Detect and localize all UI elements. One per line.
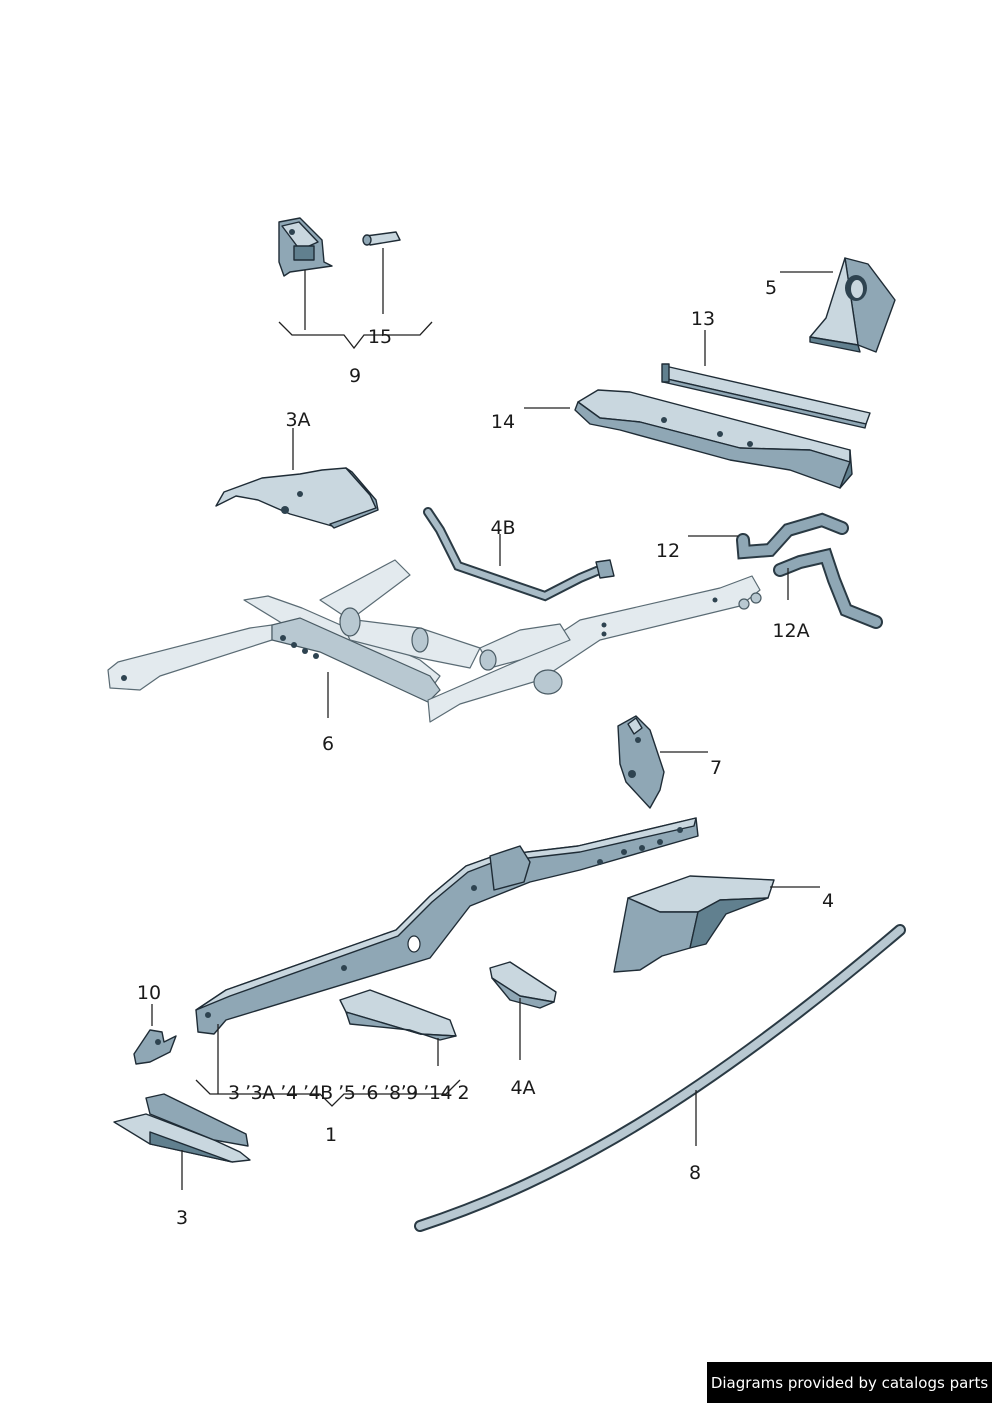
callout-4a: 4A — [510, 1077, 535, 1099]
footer-credit: Diagrams provided by catalogs parts — [707, 1362, 992, 1403]
callout-9: 9 — [349, 365, 361, 387]
callout-5: 5 — [765, 277, 777, 299]
part-5-plate[interactable] — [809, 257, 896, 353]
part-9-bracket[interactable] — [278, 217, 333, 277]
callout-7: 7 — [710, 757, 722, 779]
callout-3a: 3A — [285, 409, 310, 431]
callout-12a: 12A — [772, 620, 809, 642]
part-13-rail[interactable] — [661, 363, 871, 429]
part-10-clip[interactable] — [133, 1029, 177, 1065]
callout-14: 14 — [491, 411, 515, 433]
callout-15: 15 — [368, 326, 392, 348]
part-3-channel[interactable] — [113, 1093, 251, 1163]
callout-4b: 4B — [490, 517, 515, 539]
callout-3: 3 — [176, 1207, 188, 1229]
callout-12: 12 — [656, 540, 680, 562]
part-4-panel[interactable] — [613, 875, 775, 973]
callout-13: 13 — [691, 308, 715, 330]
callout-4: 4 — [822, 890, 834, 912]
part-7-gusset[interactable] — [617, 715, 665, 809]
part-15-pin[interactable] — [362, 231, 401, 246]
part-4b-strap[interactable] — [423, 507, 615, 602]
callout-8: 8 — [689, 1162, 701, 1184]
part-4a-bracket[interactable] — [489, 961, 557, 1009]
part-6-frame-assembly[interactable] — [107, 559, 762, 723]
part-12a-tube[interactable] — [773, 547, 883, 629]
group-1-parts-list: 3 ʼ3A ʼ4 ʼ4B ʼ5 ʼ6 ʼ8ʼ9 ʼ14 2 — [228, 1082, 469, 1104]
part-1-side-rail[interactable] — [195, 817, 699, 1035]
part-14-member[interactable] — [574, 389, 853, 489]
part-8-tube[interactable] — [414, 924, 906, 1232]
part-12-tube[interactable] — [736, 512, 849, 560]
part-3a-cover[interactable] — [215, 467, 379, 529]
callout-6: 6 — [322, 733, 334, 755]
part-rail-bracket[interactable] — [339, 989, 457, 1041]
callout-10: 10 — [137, 982, 161, 1004]
callout-1: 1 — [325, 1124, 337, 1146]
